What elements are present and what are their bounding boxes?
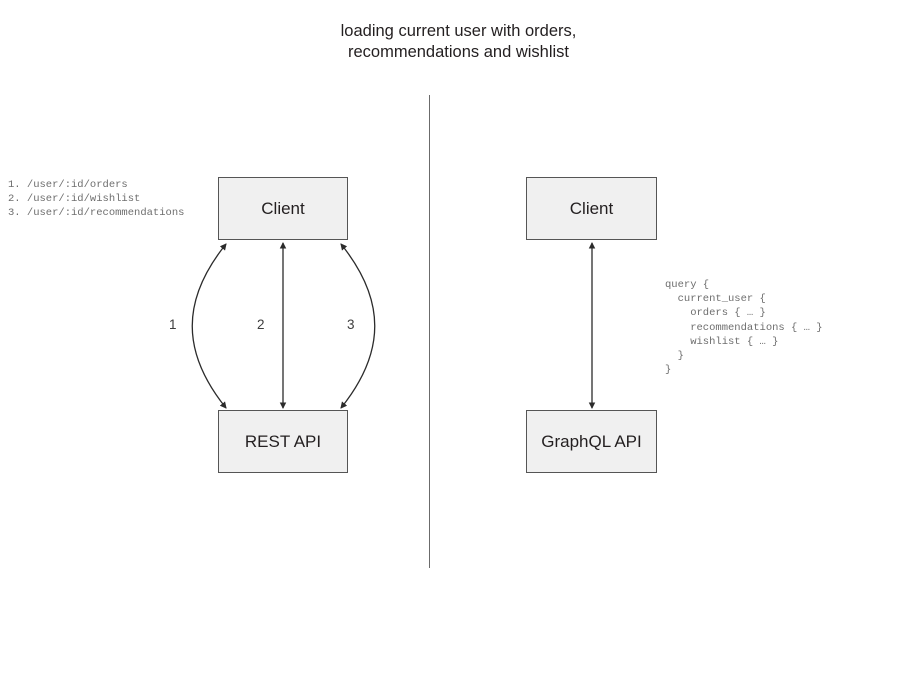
node-rest-client[interactable]: Client [218, 177, 348, 240]
node-graphql-client-label: Client [569, 198, 614, 218]
rest-edge-1 [191, 243, 227, 409]
edge-label-2: 2 [257, 317, 265, 332]
node-rest-api-label: REST API [244, 431, 322, 451]
rest-endpoints-list: 1. /user/:id/orders 2. /user/:id/wishlis… [8, 179, 185, 220]
node-rest-api[interactable]: REST API [218, 410, 348, 473]
node-graphql-client[interactable]: Client [526, 177, 657, 240]
node-graphql-api[interactable]: GraphQL API [526, 410, 657, 473]
edge-label-3: 3 [347, 317, 355, 332]
edge-label-1: 1 [169, 317, 177, 332]
page-title: loading current user with orders, recomm… [340, 22, 577, 61]
graphql-query-snippet: query { current_user { orders { … } reco… [665, 279, 823, 377]
section-divider [429, 95, 431, 568]
node-graphql-api-label: GraphQL API [541, 431, 642, 451]
node-rest-client-label: Client [261, 198, 305, 218]
